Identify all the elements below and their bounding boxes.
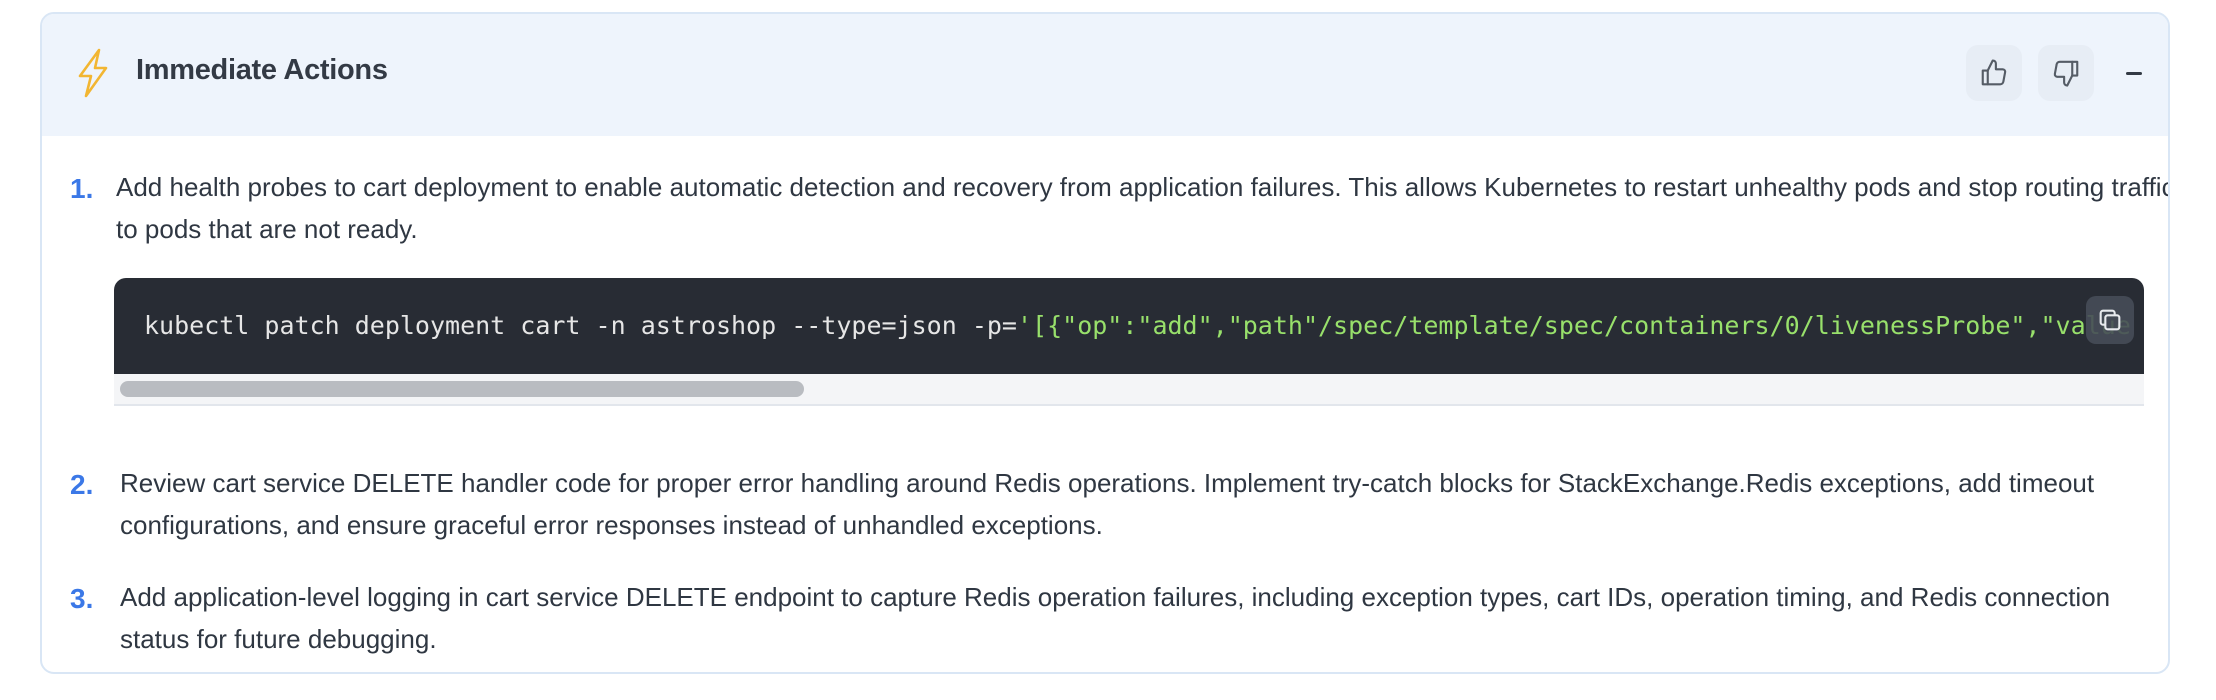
scrollbar-thumb[interactable] xyxy=(120,381,804,397)
thumbs-up-button[interactable] xyxy=(1966,45,2022,101)
thumbs-down-icon xyxy=(2053,60,2079,87)
thumbs-down-button[interactable] xyxy=(2038,45,2094,101)
code-line[interactable]: kubectl patch deployment cart -n astrosh… xyxy=(144,308,2131,344)
list-item-text: Review cart service DELETE handler code … xyxy=(120,468,2095,540)
list-item-number: 1. xyxy=(70,173,94,204)
code-block[interactable]: kubectl patch deployment cart -n astrosh… xyxy=(114,278,2144,374)
code-block-container: kubectl patch deployment cart -n astrosh… xyxy=(114,278,2144,418)
immediate-actions-card: Immediate Actions 1. Add health probes t… xyxy=(40,12,2170,674)
horizontal-scrollbar[interactable] xyxy=(114,374,2144,406)
code-command: kubectl patch deployment cart -n astrosh… xyxy=(144,311,1017,340)
copy-button[interactable] xyxy=(2086,296,2134,344)
copy-icon xyxy=(2099,309,2121,331)
list-item-number: 2. xyxy=(70,469,94,500)
collapse-button[interactable] xyxy=(2106,45,2162,101)
card-title: Immediate Actions xyxy=(136,54,388,86)
list-item-number: 3. xyxy=(70,583,94,614)
code-string: '[{"op":"add","path"/spec/template/spec/… xyxy=(1016,311,2131,340)
card-header[interactable]: Immediate Actions xyxy=(42,14,2168,136)
list-item-text: Add application-level logging in cart se… xyxy=(120,582,2111,654)
list-item-text: Add health probes to cart deployment to … xyxy=(116,172,2170,244)
lightning-bolt-icon xyxy=(78,48,108,98)
minus-icon xyxy=(2126,71,2142,75)
thumbs-up-icon xyxy=(1981,59,2007,86)
